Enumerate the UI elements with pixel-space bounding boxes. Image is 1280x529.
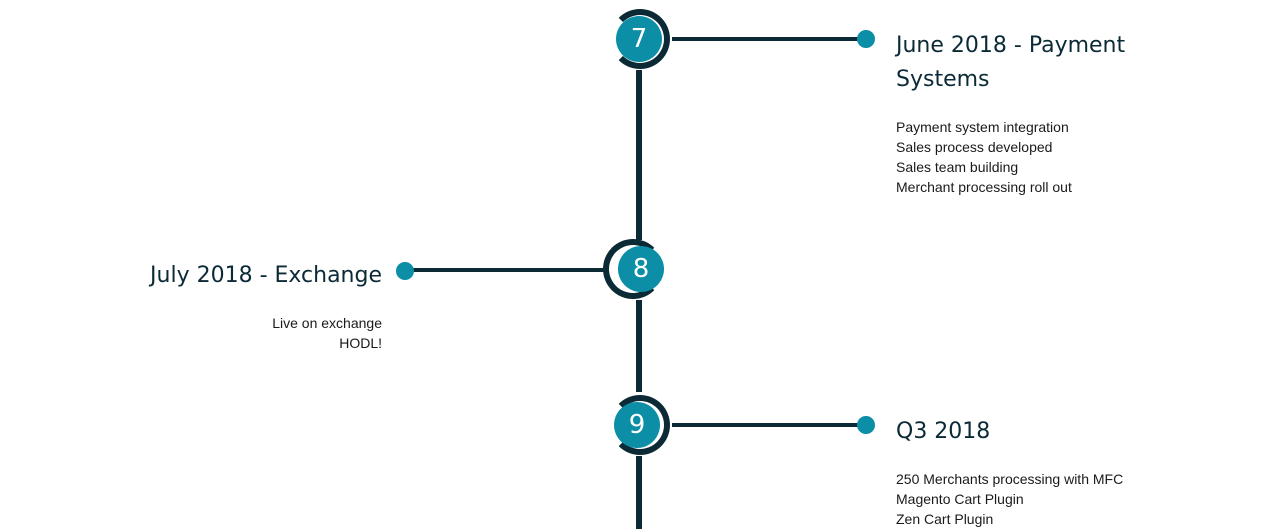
entry-title: July 2018 - Exchange (150, 263, 382, 288)
timeline-spine-segment (636, 70, 642, 240)
timeline-connector (672, 423, 864, 427)
timeline-node-8: 8 (618, 246, 664, 292)
entry-item-list: Live on exchange HODL! (82, 313, 382, 353)
entry-item: HODL! (339, 335, 382, 351)
timeline-dot (857, 30, 875, 48)
timeline-arc (603, 239, 663, 299)
entry-item: 250 Merchants processing with MFC (896, 471, 1124, 487)
entry-item: Live on exchange (272, 315, 382, 331)
entry-item: Zen Cart Plugin (896, 511, 994, 527)
entry-item: Sales process developed (896, 139, 1053, 155)
entry-item: Sales team building (896, 159, 1019, 175)
timeline-dot (857, 416, 875, 434)
entry-item-list: Payment system integration Sales process… (896, 117, 1196, 197)
timeline-connector (672, 37, 864, 41)
timeline-spine-segment (636, 456, 642, 529)
timeline-spine-segment (636, 300, 642, 392)
timeline-connector (410, 268, 605, 272)
timeline-arc (610, 395, 670, 455)
entry-item: Magento Cart Plugin (896, 491, 1024, 507)
timeline-node-9: 9 (614, 402, 660, 448)
entry-item-list: 250 Merchants processing with MFC Magent… (896, 469, 1216, 529)
entry-item: Merchant processing roll out (896, 179, 1072, 195)
timeline-arc (610, 9, 670, 69)
entry-title: June 2018 - Payment Systems (896, 33, 1126, 92)
timeline-dot (396, 262, 414, 280)
entry-item: Payment system integration (896, 119, 1069, 135)
entry-title: Q3 2018 (896, 419, 991, 444)
timeline-node-7: 7 (616, 16, 662, 62)
